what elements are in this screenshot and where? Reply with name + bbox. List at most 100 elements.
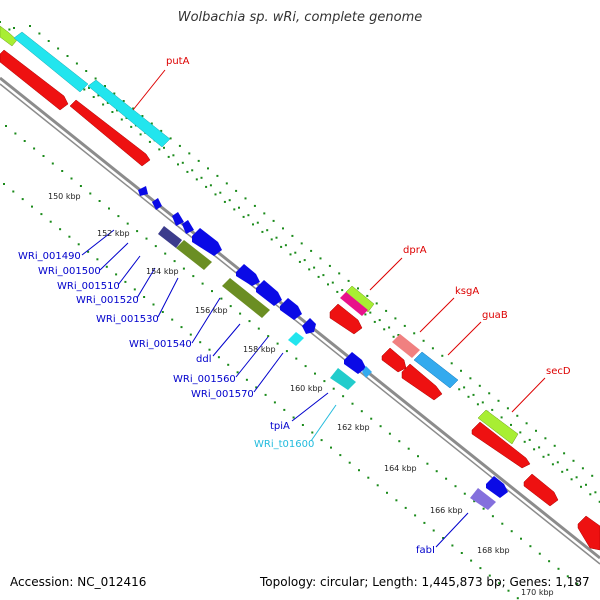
gene-label-WRi_001570[interactable]: WRi_001570 <box>191 389 254 400</box>
guide-dot <box>404 506 407 509</box>
guide-dot <box>488 392 491 395</box>
guide-dot <box>116 109 119 112</box>
gene-feature-lime-secD[interactable] <box>477 409 519 445</box>
guide-dot <box>445 477 448 480</box>
gene-label-WRi_001510[interactable]: WRi_001510 <box>57 281 120 292</box>
gene-feature-blue-6[interactable] <box>236 264 260 286</box>
gene-label-WRi_001520[interactable]: WRi_001520 <box>76 295 139 306</box>
gene-feature-blue-9[interactable] <box>302 318 316 334</box>
gene-feature-cyan-1[interactable] <box>13 31 89 93</box>
gene-feature-blue-3[interactable] <box>172 212 184 226</box>
guide-dot <box>68 235 71 238</box>
guide-dot <box>59 228 62 231</box>
guide-dot <box>102 103 105 106</box>
tick-label: 154 kbp <box>146 267 179 276</box>
gene-label-tpiA[interactable]: tpiA <box>270 421 290 432</box>
guide-dot <box>141 115 144 117</box>
guide-dot <box>163 146 165 149</box>
guide-dot <box>392 335 395 338</box>
guide-dot <box>422 339 425 342</box>
leader-WRi_t01600 <box>310 404 337 442</box>
gene-feature-olive-1[interactable] <box>176 240 212 270</box>
guide-dot <box>31 205 33 208</box>
gene-feature-red-2[interactable] <box>69 99 151 167</box>
gene-label-ddl[interactable]: ddl <box>196 354 211 365</box>
gene-label-WRi_001560[interactable]: WRi_001560 <box>173 374 236 385</box>
guide-dot <box>528 438 531 441</box>
guide-dot <box>197 159 200 162</box>
guide-dot <box>235 189 238 192</box>
gene-feature-lavender[interactable] <box>470 488 496 510</box>
guide-dot <box>256 221 259 224</box>
guide-dot <box>126 222 129 225</box>
gene-feature-sky-small[interactable] <box>362 366 372 378</box>
guide-dot <box>510 423 512 426</box>
guide-dot <box>454 485 457 488</box>
gene-feature-red-ksgA[interactable] <box>381 347 407 373</box>
guide-dot <box>525 422 528 425</box>
guide-dot <box>205 185 208 188</box>
gene-feature-teal[interactable] <box>330 368 356 390</box>
gene-label-WRi_001500[interactable]: WRi_001500 <box>38 266 101 277</box>
map-title: Wolbachia sp. wRi, complete genome <box>177 10 423 25</box>
guide-dot <box>570 478 573 481</box>
gene-feature-magenta[interactable] <box>340 292 368 316</box>
gene-label-putA[interactable]: putA <box>166 56 190 67</box>
guide-dot <box>12 190 15 193</box>
guide-dot <box>199 341 202 344</box>
gene-label-WRi_001490[interactable]: WRi_001490 <box>18 251 81 262</box>
gene-feature-navy[interactable] <box>158 226 182 248</box>
guide-dot <box>580 485 582 488</box>
gene-feature-red-end-2[interactable] <box>577 515 600 551</box>
gene-feature-red-secD[interactable] <box>471 421 531 469</box>
gene-feature-blue-1[interactable] <box>138 186 148 196</box>
gene-feature-sky-guaB[interactable] <box>413 351 459 389</box>
gene-label-dprA[interactable]: dprA <box>403 245 427 256</box>
guide-dot <box>561 470 564 473</box>
guide-dot <box>13 27 15 29</box>
gene-feature-blue-10[interactable] <box>344 352 366 374</box>
guide-dot <box>458 388 461 391</box>
guide-dot <box>575 476 578 479</box>
leader-secD <box>511 377 546 413</box>
guide-dot <box>563 452 566 455</box>
guide-dot <box>29 25 31 27</box>
gene-feature-blue-2[interactable] <box>152 198 162 210</box>
guide-dot <box>242 215 245 218</box>
guide-dot <box>576 582 579 585</box>
gene-label-ksgA[interactable]: ksgA <box>455 286 479 297</box>
guide-dot <box>139 133 142 136</box>
guide-dot <box>173 260 176 263</box>
guide-dot <box>61 170 64 172</box>
gene-label-WRi_001530[interactable]: WRi_001530 <box>96 314 159 325</box>
guide-dot <box>87 250 90 253</box>
gene-label-WRi_001540[interactable]: WRi_001540 <box>129 339 192 350</box>
gene-feature-blue-4[interactable] <box>182 220 194 234</box>
guide-dot <box>383 328 386 331</box>
guide-dot <box>244 197 247 200</box>
guide-dot <box>238 206 240 209</box>
gene-feature-blue-5[interactable] <box>192 228 222 256</box>
gene-feature-blue-fabI[interactable] <box>486 476 508 498</box>
accession-text: Accession: NC_012416 <box>10 575 147 589</box>
gene-feature-red-dprA[interactable] <box>329 303 363 335</box>
gene-label-guaB[interactable]: guaB <box>482 310 508 321</box>
gene-feature-red-end-1[interactable] <box>523 473 559 507</box>
gene-label-WRi_t01600[interactable]: WRi_t01600 <box>254 439 314 450</box>
guide-dot <box>450 362 453 365</box>
gene-feature-blue-7[interactable] <box>256 280 282 306</box>
gene-label-secD[interactable]: secD <box>546 366 571 377</box>
gene-feature-cyan-2[interactable] <box>87 79 171 148</box>
guide-dot <box>263 212 266 215</box>
gene-feature-pink[interactable] <box>392 334 420 358</box>
gene-label-fabI[interactable]: fabI <box>416 545 435 556</box>
gene-feature-red-guaB[interactable] <box>401 363 443 401</box>
guide-dot <box>252 223 254 226</box>
guide-dot <box>322 274 325 277</box>
gene-feature-blue-8[interactable] <box>280 298 302 320</box>
gene-feature-cyan-small[interactable] <box>288 332 304 346</box>
gene-feature-lime-top[interactable] <box>0 25 18 47</box>
gene-feature-olive-2[interactable] <box>222 278 270 318</box>
guide-dot <box>38 32 41 35</box>
gene-feature-red-1[interactable] <box>0 49 69 111</box>
